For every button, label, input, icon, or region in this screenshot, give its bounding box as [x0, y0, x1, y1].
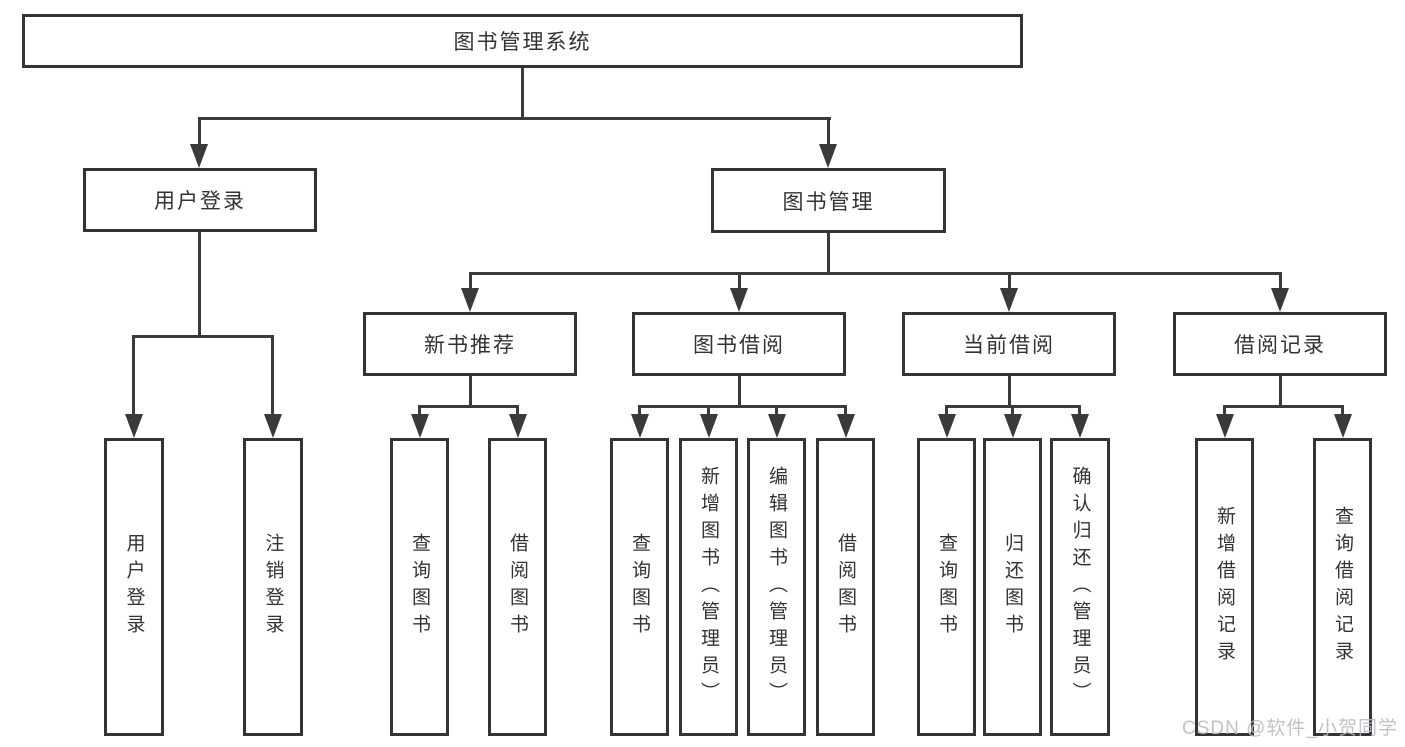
node-label: 当前借阅: [963, 334, 1055, 357]
connector-drop: [516, 405, 519, 419]
arrowhead-leaf: [509, 414, 527, 438]
leaf-query-books-current: 查询图书: [917, 438, 976, 736]
connector-stem: [469, 376, 472, 407]
node-label: 用户登录: [154, 190, 246, 213]
connector-rail: [418, 405, 519, 408]
csdn-watermark: CSDN @软件_小贺同学: [1182, 718, 1398, 739]
connector-rail: [638, 405, 847, 408]
connector-drop: [132, 335, 135, 417]
connector-book-mgmt-rail: [469, 272, 1282, 275]
leaf-label: 查询图书: [936, 533, 957, 641]
connector-drop: [1341, 405, 1344, 419]
node-new-book-recommend: 新书推荐: [363, 312, 577, 376]
arrowhead-current-borrow: [1000, 288, 1018, 312]
leaf-edit-book-admin: 编辑图书（管理员）: [747, 438, 806, 736]
connector-drop: [707, 405, 710, 419]
node-current-borrow: 当前借阅: [902, 312, 1116, 376]
node-label: 图书管理系统: [453, 31, 592, 54]
connector-drop: [775, 405, 778, 419]
arrowhead-login-leaf: [125, 414, 143, 438]
leaf-query-borrow-record: 查询借阅记录: [1313, 438, 1372, 736]
arrowhead-leaf: [1334, 414, 1352, 438]
connector-drop: [271, 335, 274, 417]
connector-stem: [1008, 376, 1011, 407]
node-label: 新书推荐: [424, 334, 516, 357]
leaf-label: 归还图书: [1002, 533, 1023, 641]
leaf-return-book: 归还图书: [983, 438, 1042, 736]
leaf-label: 新增借阅记录: [1214, 506, 1235, 668]
arrowhead-book-management: [819, 144, 837, 168]
node-book-borrow: 图书借阅: [632, 312, 846, 376]
leaf-user-login: 用户登录: [104, 438, 164, 736]
node-label: 借阅记录: [1234, 334, 1326, 357]
connector-drop: [844, 405, 847, 419]
arrowhead-leaf: [1004, 414, 1022, 438]
connector-book-mgmt-stem: [827, 233, 830, 274]
node-borrow-records: 借阅记录: [1173, 312, 1387, 376]
arrowhead-leaf: [938, 414, 956, 438]
connector-drop: [945, 405, 948, 419]
connector-drop: [469, 272, 472, 292]
leaf-label: 借阅图书: [507, 533, 528, 641]
arrowhead-leaf: [1216, 414, 1234, 438]
node-library-management-system: 图书管理系统: [22, 14, 1023, 68]
leaf-label: 用户登录: [123, 533, 145, 641]
arrowhead-book-borrow: [730, 288, 748, 312]
node-label: 图书管理: [782, 190, 875, 214]
connector-drop: [1008, 272, 1011, 292]
leaf-label: 新增图书（管理员）: [698, 465, 719, 709]
leaf-query-books-recommend: 查询图书: [390, 438, 449, 736]
leaf-label: 查询借阅记录: [1332, 506, 1353, 668]
connector-root-drop-left: [198, 117, 201, 150]
leaf-borrow-books-recommend: 借阅图书: [488, 438, 547, 736]
arrowhead-leaf: [837, 414, 855, 438]
node-user-login: 用户登录: [83, 168, 317, 232]
arrowhead-user-login: [190, 144, 208, 168]
connector-root-rail: [198, 117, 831, 120]
leaf-label: 注销登录: [262, 533, 284, 641]
connector-stem: [738, 376, 741, 407]
connector-user-login-stem: [198, 232, 201, 337]
arrowhead-leaf: [768, 414, 786, 438]
leaf-borrow-books: 借阅图书: [816, 438, 875, 736]
leaf-add-book-admin: 新增图书（管理员）: [679, 438, 738, 736]
arrowhead-leaf: [1071, 414, 1089, 438]
node-label: 图书借阅: [693, 334, 785, 357]
arrowhead-logout-leaf: [264, 414, 282, 438]
leaf-label: 查询图书: [409, 533, 430, 641]
arrowhead-leaf: [411, 414, 429, 438]
leaf-query-books-borrow: 查询图书: [610, 438, 669, 736]
connector-drop: [1011, 405, 1014, 419]
arrowhead-new-book-recommend: [461, 288, 479, 312]
leaf-add-borrow-record: 新增借阅记录: [1195, 438, 1254, 736]
connector-drop: [1078, 405, 1081, 419]
leaf-logout: 注销登录: [243, 438, 303, 736]
connector-stem: [1279, 376, 1282, 407]
connector-drop: [738, 272, 741, 292]
connector-rail: [1223, 405, 1344, 408]
arrowhead-borrow-records: [1271, 288, 1289, 312]
connector-drop: [418, 405, 421, 419]
connector-drop: [638, 405, 641, 419]
node-book-management: 图书管理: [711, 168, 946, 233]
connector-drop: [1223, 405, 1226, 419]
connector-root-drop-right: [827, 117, 830, 150]
connector-root-stem: [521, 68, 524, 119]
leaf-label: 确认归还（管理员）: [1069, 465, 1091, 709]
leaf-label: 查询图书: [629, 533, 650, 641]
leaf-label: 借阅图书: [835, 533, 856, 641]
leaf-label: 编辑图书（管理员）: [766, 465, 787, 709]
leaf-confirm-return-admin: 确认归还（管理员）: [1050, 438, 1110, 736]
connector-drop: [1279, 272, 1282, 292]
arrowhead-leaf: [631, 414, 649, 438]
arrowhead-leaf: [700, 414, 718, 438]
connector-user-login-rail: [132, 335, 274, 338]
